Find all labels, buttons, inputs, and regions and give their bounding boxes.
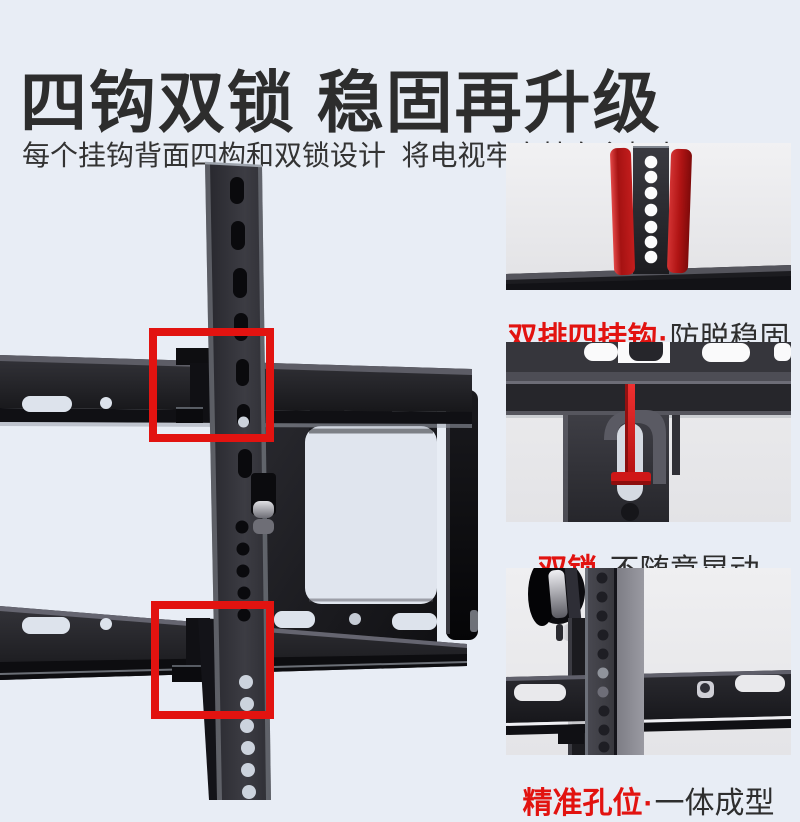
red-hook-guard-left — [610, 147, 635, 276]
red-hook-guard-right — [667, 148, 692, 274]
caption-precise-holes: 精准孔位·一体成型 — [506, 786, 791, 822]
tilt-knob — [528, 568, 585, 641]
perforated-upright — [585, 568, 644, 755]
callout-photo-double-lock — [506, 342, 791, 522]
callout-photo-precise-holes — [506, 568, 791, 755]
caption-dot: · — [658, 322, 669, 355]
callout-photo-four-hooks — [506, 143, 791, 290]
page-title: 四钩双锁 稳固再升级 — [20, 65, 662, 141]
red-lock-screw — [611, 384, 651, 485]
caption-red-text: 精准孔位 — [522, 787, 643, 820]
perforated-strip — [633, 146, 669, 274]
main-product-photo — [0, 150, 500, 800]
bracket-illustration — [0, 161, 478, 800]
lock-channel — [563, 410, 680, 522]
top-rail-with-slots — [506, 342, 791, 372]
upper-hook — [176, 348, 218, 423]
horizontal-rail — [506, 670, 791, 735]
highlight-box-lower-hook — [151, 601, 274, 719]
caption-dot: · — [643, 787, 654, 820]
highlight-box-upper-hook — [149, 328, 274, 442]
plate-side-flange — [446, 390, 478, 640]
lock-knob — [251, 473, 276, 534]
caption-dark-text: 一体成型 — [654, 787, 775, 820]
